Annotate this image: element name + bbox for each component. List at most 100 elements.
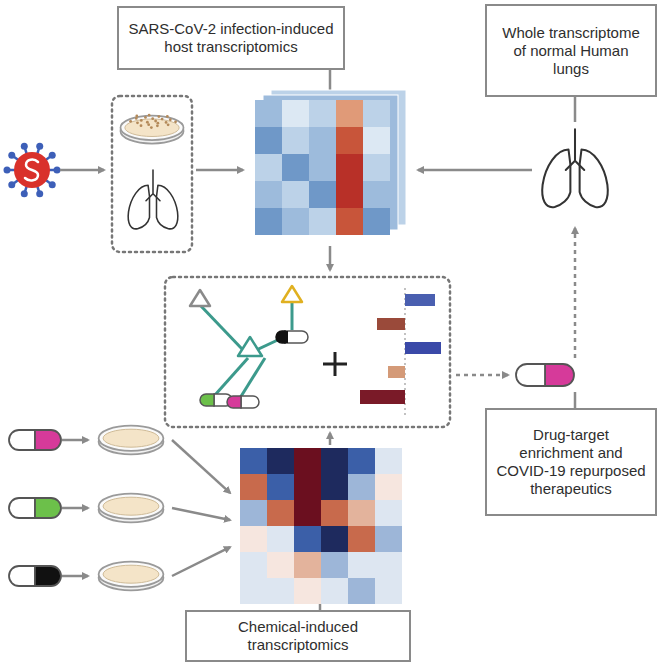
lungs-icon xyxy=(542,129,608,207)
leader-line xyxy=(574,392,577,408)
drug-pill xyxy=(516,364,574,386)
text-box: Drug-target enrichment and COVID-19 repu… xyxy=(485,408,657,516)
box-label: SARS-CoV-2 infection-induced host transc… xyxy=(127,20,335,56)
cell-dot xyxy=(146,121,149,124)
cell-dot xyxy=(156,122,159,125)
heatmap-cell xyxy=(255,208,282,235)
dotted-group xyxy=(112,96,192,252)
text-box: Whole transcriptome of normal Human lung… xyxy=(485,4,657,97)
bar xyxy=(405,294,435,306)
cell-dot xyxy=(154,120,157,123)
dotted-arrow xyxy=(456,374,508,377)
box-label: Chemical-induced transcriptomics xyxy=(195,618,401,654)
cell-dot xyxy=(156,124,159,127)
network-edge xyxy=(215,358,248,395)
heatmap-cell xyxy=(309,208,336,235)
heatmap-cell xyxy=(255,100,282,127)
heatmap-cell xyxy=(363,181,390,208)
cell-dot xyxy=(140,119,143,122)
pill-half xyxy=(9,430,35,450)
cell-dot xyxy=(174,120,177,123)
drug-pills xyxy=(9,430,61,586)
flow-arrow xyxy=(418,169,532,172)
heatmap-cell xyxy=(282,208,309,235)
cell-dot xyxy=(140,124,143,127)
cell-dot xyxy=(151,117,154,120)
cell-dot xyxy=(150,126,153,129)
virus-spike xyxy=(8,152,15,159)
flow-arrow xyxy=(196,169,243,172)
heatmap-cell xyxy=(321,474,348,500)
heatmap-cell xyxy=(321,552,348,578)
pill-half xyxy=(9,498,35,518)
virus-body xyxy=(14,152,50,188)
drug-pill xyxy=(276,331,308,343)
heatmap-cell xyxy=(267,448,294,474)
flow-arrow xyxy=(329,246,332,270)
leader-line xyxy=(574,97,577,122)
flow-arrow xyxy=(329,433,332,445)
heatmap xyxy=(240,448,402,604)
target-triangle xyxy=(238,337,262,356)
heatmap-cell xyxy=(321,448,348,474)
drug-pill xyxy=(9,430,61,450)
heatmap-cell xyxy=(267,552,294,578)
cell-dot xyxy=(157,115,160,118)
heatmap-cell xyxy=(240,552,267,578)
heatmap-cell xyxy=(336,100,363,127)
heatmap xyxy=(255,90,406,235)
virus-spike xyxy=(8,181,15,188)
petri-dish xyxy=(99,494,164,523)
heatmap-cell xyxy=(375,474,402,500)
heatmap-cell xyxy=(267,500,294,526)
box-label: Whole transcriptome of normal Human lung… xyxy=(495,24,647,78)
cell-dot xyxy=(161,118,164,121)
virus-spike xyxy=(49,152,56,159)
petri-dish xyxy=(99,426,164,455)
flow-arrow xyxy=(172,547,230,576)
cell-dot xyxy=(165,121,168,124)
heatmap-cell xyxy=(321,578,348,604)
heatmap-cell xyxy=(282,181,309,208)
heatmap-cell xyxy=(348,552,375,578)
cell-dot xyxy=(144,116,147,119)
text-box: SARS-CoV-2 infection-induced host transc… xyxy=(117,6,345,70)
virus-spike xyxy=(36,143,43,150)
heatmap-cell xyxy=(294,474,321,500)
pill-half xyxy=(241,396,259,408)
virus-spike xyxy=(54,167,61,174)
lungs-icon xyxy=(128,170,178,229)
cell-dot xyxy=(129,120,132,123)
pill-half xyxy=(516,364,545,386)
heatmap-cell xyxy=(348,474,375,500)
virus-spike xyxy=(21,190,28,197)
bar xyxy=(405,342,441,354)
heatmap-cell xyxy=(282,100,309,127)
heatmap-cell xyxy=(363,154,390,181)
drug-pill xyxy=(227,396,259,408)
heatmap-cell xyxy=(294,578,321,604)
heatmap-cell xyxy=(267,578,294,604)
dotted-group xyxy=(165,277,450,427)
pill-half xyxy=(35,498,61,518)
heatmap-cell xyxy=(294,552,321,578)
heatmap-cell xyxy=(375,578,402,604)
cell-dot xyxy=(167,123,170,126)
virus-spike xyxy=(21,143,28,150)
heatmap-cell xyxy=(255,127,282,154)
flow-arrow xyxy=(62,439,88,442)
virus-spike xyxy=(49,181,56,188)
pill-half xyxy=(35,566,61,586)
bar xyxy=(388,366,405,378)
heatmap-cell xyxy=(363,208,390,235)
cell-dots xyxy=(129,114,177,129)
pill-half xyxy=(9,566,35,586)
heatmap-cell xyxy=(240,448,267,474)
heatmap-cell xyxy=(348,500,375,526)
heatmap-cell xyxy=(267,474,294,500)
text-box: Chemical-induced transcriptomics xyxy=(185,610,411,662)
heatmap-cell xyxy=(309,154,336,181)
heatmap-cell xyxy=(336,154,363,181)
heatmap-cell xyxy=(309,100,336,127)
